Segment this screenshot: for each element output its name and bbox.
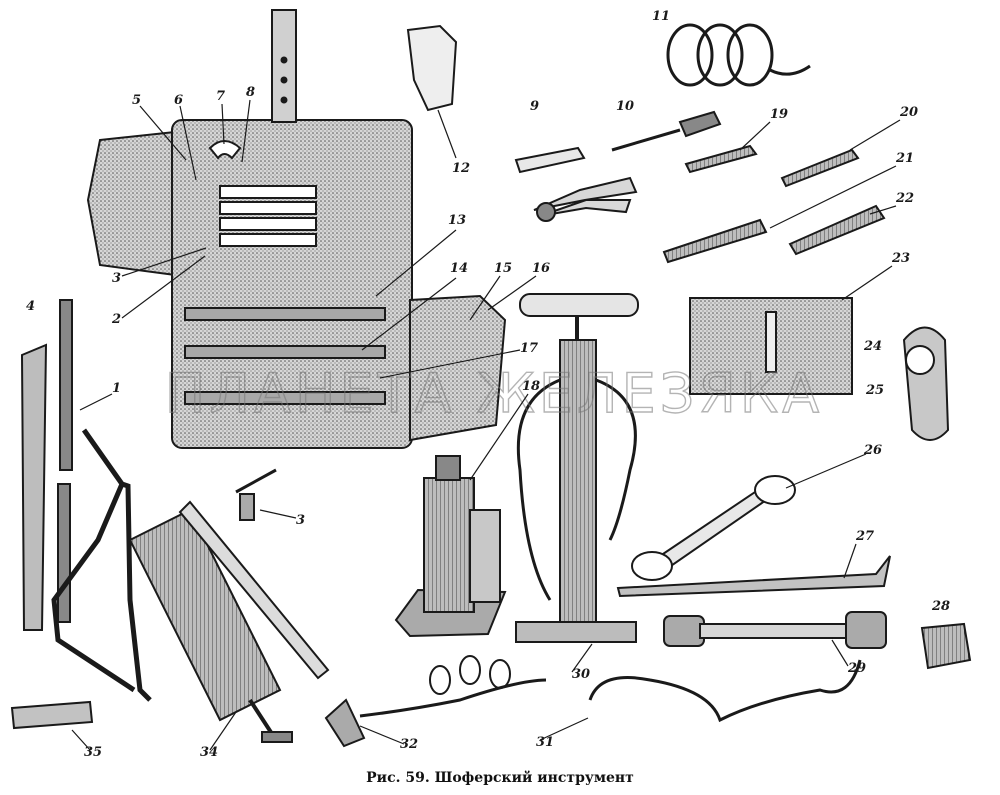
- part-26-wrench: [631, 475, 796, 581]
- callout: 7: [216, 89, 225, 104]
- callout: 24: [863, 339, 882, 354]
- callout: 17: [520, 341, 538, 356]
- part-11-coil: [666, 23, 811, 87]
- callout-labels: 1 2 3 3 4 5 6 7 8 9 10 11 12 13 14 15 16…: [26, 9, 950, 760]
- leader-lines: [71, 99, 901, 751]
- callout: 10: [616, 99, 634, 114]
- part-31-cable: [588, 659, 862, 723]
- callout: 28: [931, 599, 950, 614]
- callout: 18: [522, 379, 540, 394]
- callout: 21: [895, 151, 914, 166]
- part-24-25-gauge: [902, 326, 950, 441]
- part-1-4-bars: [20, 299, 73, 631]
- part-3-key: [235, 468, 277, 521]
- part-28-nut: [920, 622, 972, 670]
- callout: 30: [572, 667, 590, 682]
- watermark: ПЛАНЕТА ЖЕЛЕЗЯКА: [165, 362, 823, 425]
- part-35-key: [10, 700, 94, 730]
- part-18-jack: [394, 455, 507, 638]
- part-9-drift: [514, 146, 586, 174]
- callout: 34: [200, 745, 218, 760]
- callout: 31: [536, 735, 554, 750]
- part-32-lamp: [324, 655, 547, 748]
- callout: 14: [450, 261, 468, 276]
- callout: 5: [132, 93, 141, 108]
- part-27-pry-bar: [616, 555, 891, 598]
- part-29-socket: [663, 611, 887, 649]
- callout: 11: [652, 9, 670, 24]
- callout: 19: [770, 107, 788, 122]
- part-34-grease-gun: [128, 500, 330, 743]
- callout: 15: [494, 261, 512, 276]
- callout: 23: [891, 251, 910, 266]
- callout: 26: [863, 443, 882, 458]
- part-23-pouch: [689, 297, 853, 395]
- callout: 4: [26, 299, 35, 314]
- callout: 22: [895, 191, 914, 206]
- part-30-tire-pump: [515, 293, 639, 643]
- callout: 3: [296, 513, 305, 528]
- callout: 9: [530, 99, 539, 114]
- callout: 25: [865, 383, 884, 398]
- callout: 3: [112, 271, 121, 286]
- callout: 2: [111, 312, 121, 327]
- callout: 1: [112, 381, 121, 396]
- callout: 20: [899, 105, 918, 120]
- callout: 8: [246, 85, 255, 100]
- callout: 12: [452, 161, 470, 176]
- callout: 16: [532, 261, 550, 276]
- callout: 35: [84, 745, 102, 760]
- callout: 13: [448, 213, 466, 228]
- tool-roll-illustration: [86, 9, 507, 449]
- part-10-screwdriver: [611, 110, 722, 152]
- figure-caption: Рис. 59. Шоферский инструмент: [366, 770, 634, 786]
- callout: 27: [855, 529, 874, 544]
- wrenches-19-22: [662, 144, 886, 264]
- callout: 6: [174, 93, 183, 108]
- callout: 32: [400, 737, 418, 752]
- part-12-plate: [406, 24, 458, 112]
- part-15-pliers: [533, 176, 638, 222]
- crank-handle: [51, 428, 152, 702]
- callout: 29: [847, 661, 866, 676]
